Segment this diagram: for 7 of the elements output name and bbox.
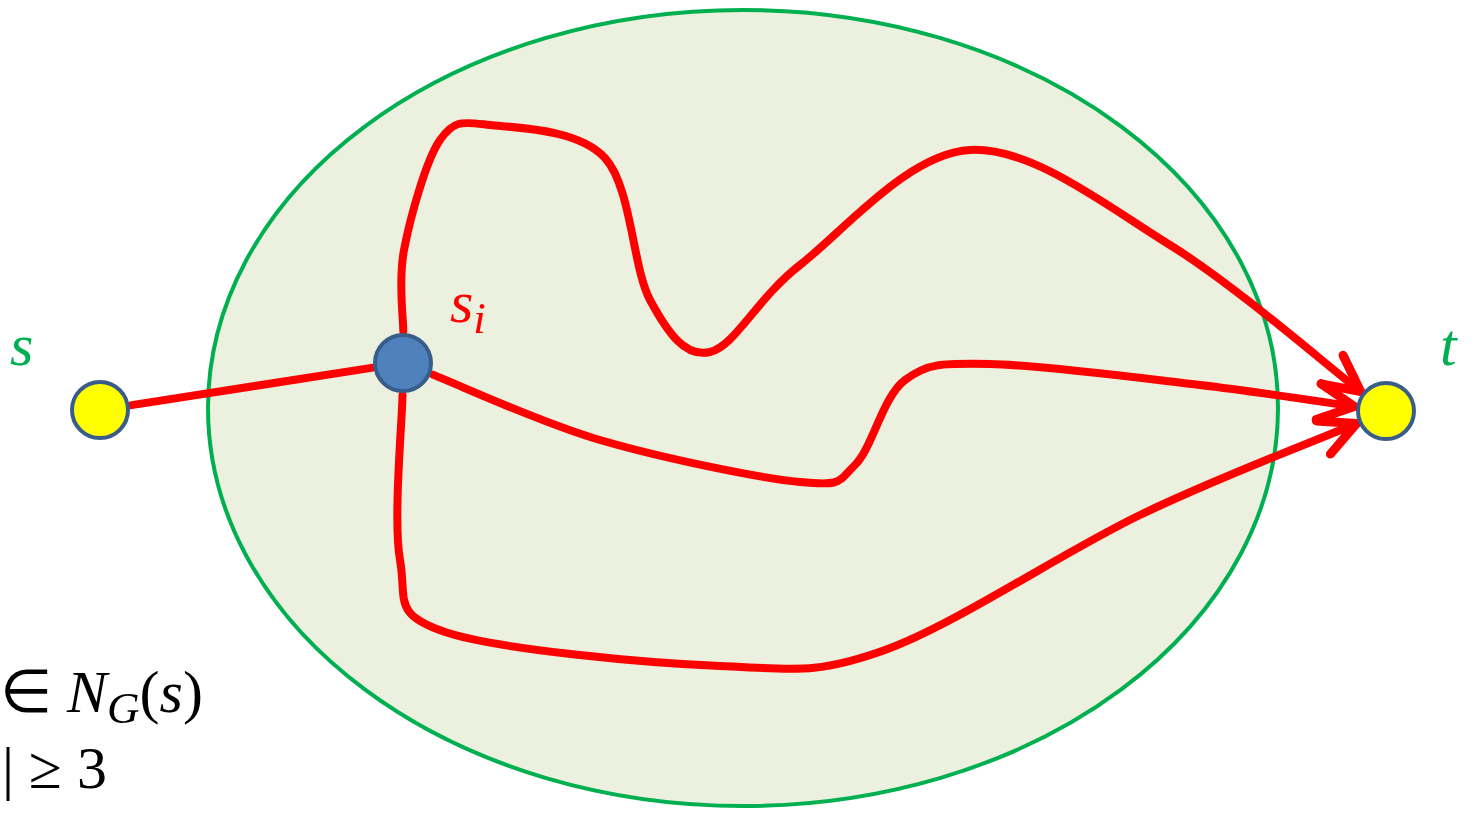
vertex-label: t — [1440, 315, 1457, 375]
vertex-label: s — [10, 315, 34, 375]
region-ellipse — [206, 8, 1280, 808]
path-arrow — [428, 359, 1359, 488]
path-arrow — [397, 118, 1366, 396]
vertex-label: s$_{i}$ — [450, 272, 486, 332]
path-arrow — [393, 391, 1362, 673]
